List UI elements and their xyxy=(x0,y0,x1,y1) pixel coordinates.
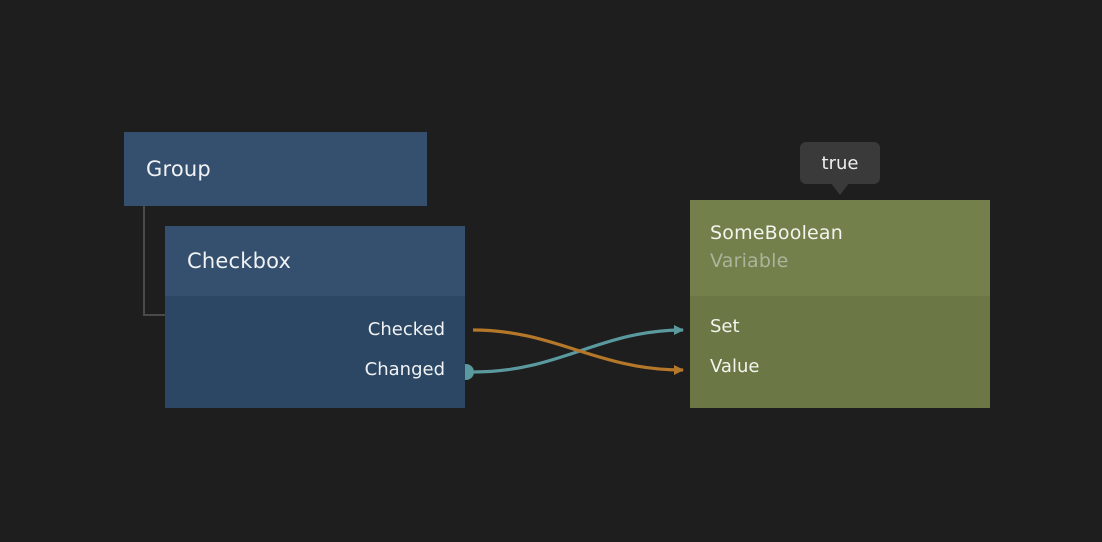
variable-node-body: Set Value xyxy=(690,296,990,408)
input-port-set-label: Set xyxy=(710,315,740,337)
value-tooltip: true xyxy=(800,142,880,184)
checkbox-node-header[interactable]: Checkbox xyxy=(165,226,465,296)
input-port-set[interactable]: Set xyxy=(710,315,740,337)
wire-value-to-checked[interactable] xyxy=(472,328,684,375)
output-port-changed-label: Changed xyxy=(364,358,445,380)
input-port-value-label: Value xyxy=(710,355,760,377)
variable-node-title: SomeBoolean xyxy=(710,222,844,244)
checkbox-node-title: Checkbox xyxy=(187,249,292,273)
group-child-bracket xyxy=(143,206,167,316)
wire-changed-to-set[interactable] xyxy=(473,325,684,374)
value-tooltip-text: true xyxy=(821,152,859,174)
output-port-checked[interactable]: Checked xyxy=(368,318,445,340)
output-port-checked-label: Checked xyxy=(367,318,445,340)
node-group[interactable]: Group xyxy=(124,132,427,206)
node-checkbox[interactable]: Checkbox Checked Changed xyxy=(165,226,465,408)
variable-node-header[interactable]: SomeBoolean Variable xyxy=(690,200,990,296)
output-port-changed[interactable]: Changed xyxy=(365,358,445,380)
node-someboolean-variable[interactable]: SomeBoolean Variable Set Value xyxy=(690,200,990,408)
group-node-title: Group xyxy=(146,157,211,181)
checkbox-node-body: Checked Changed xyxy=(165,296,465,408)
input-port-value[interactable]: Value xyxy=(710,355,759,377)
value-tooltip-tail-icon xyxy=(831,183,849,195)
variable-node-subtitle: Variable xyxy=(710,250,789,272)
